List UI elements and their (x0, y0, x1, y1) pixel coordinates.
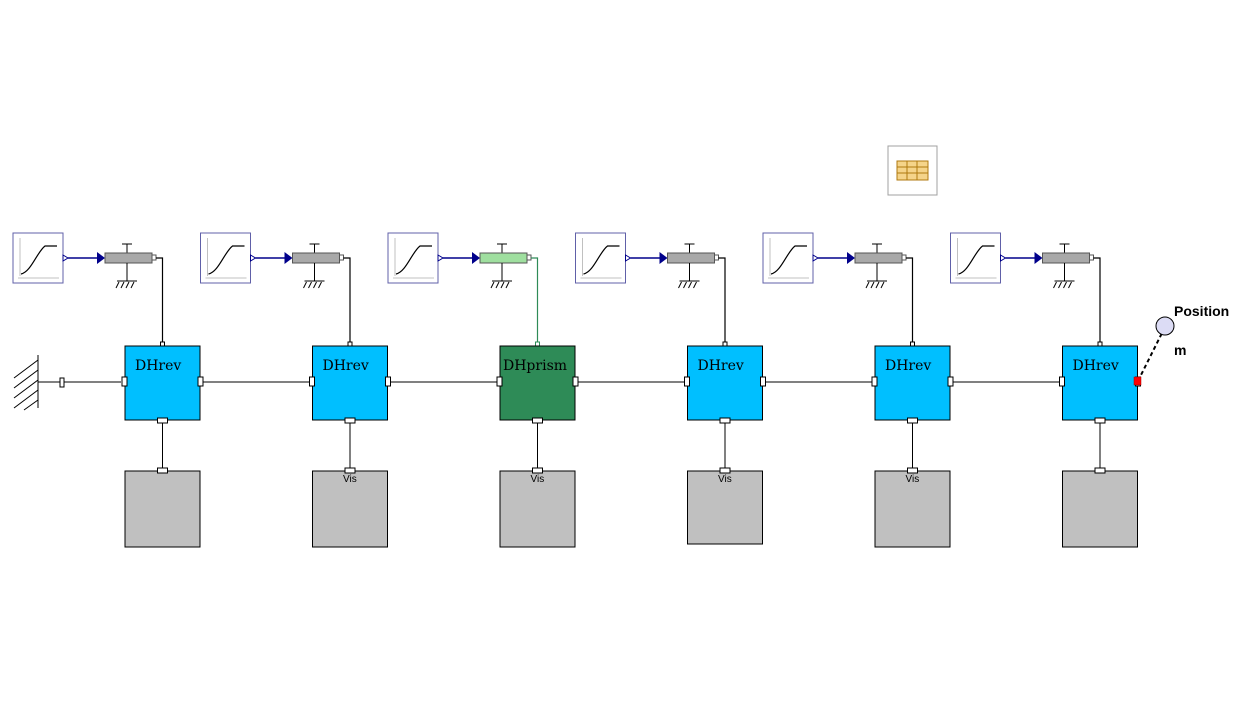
ramp-signal-icon[interactable] (200, 232, 257, 284)
drive-actuator-icon[interactable] (854, 243, 907, 289)
joint-label: DHrev (135, 358, 181, 374)
sensor-label: Position (1174, 303, 1229, 319)
joint-label: DHrev (323, 358, 369, 374)
drive-actuator-icon[interactable] (104, 243, 157, 289)
vis-label: Vis (343, 474, 357, 485)
signal-arrow-icon (284, 252, 293, 264)
joint-label: DHrev (885, 358, 931, 374)
ramp-signal-icon[interactable] (762, 232, 819, 284)
visual-block[interactable]: Vis (312, 467, 388, 548)
vis-label: Vis (531, 474, 545, 485)
connection-port (1133, 376, 1142, 386)
visual-block[interactable]: Vis (874, 467, 951, 548)
position-sensor-icon[interactable] (1133, 316, 1175, 386)
table-icon[interactable] (887, 145, 938, 196)
drive-actuator-icon[interactable] (667, 243, 719, 289)
flange-wire (156, 257, 164, 346)
signal-arrow-icon (472, 252, 480, 264)
ramp-signal-icon[interactable] (575, 232, 632, 284)
ramp-signal-icon[interactable] (12, 232, 69, 284)
unit-1: DHrev (12, 232, 310, 548)
flange-wire (718, 257, 726, 346)
joint-block-prismatic[interactable]: DHprism (496, 345, 579, 424)
visual-block[interactable] (124, 467, 201, 548)
joint-block-revolute[interactable]: DHrev (121, 345, 204, 424)
joint-block-revolute[interactable]: DHrev (871, 345, 954, 424)
signal-arrow-icon (659, 252, 668, 264)
joint-block-revolute[interactable]: DHrev (684, 345, 766, 424)
flange-wire (343, 257, 351, 346)
sensor-unit: m (1174, 342, 1186, 358)
joint-label: DHprism (503, 358, 567, 374)
signal-arrow-icon (1034, 252, 1043, 264)
flange-wire (906, 257, 914, 346)
drive-actuator-icon[interactable] (292, 243, 344, 289)
ramp-signal-icon[interactable] (950, 232, 1007, 284)
joint-label: DHrev (1073, 358, 1119, 374)
visual-block[interactable]: Vis (687, 467, 763, 545)
fixed-ground-icon (13, 355, 121, 411)
joint-block-revolute[interactable]: DHrev (1059, 345, 1141, 424)
visual-block[interactable]: Vis (499, 467, 576, 548)
vis-label: Vis (906, 474, 920, 485)
signal-arrow-icon (847, 252, 855, 264)
drive-actuator-icon[interactable] (1042, 243, 1094, 289)
signal-arrow-icon (97, 252, 105, 264)
visual-block[interactable] (1062, 467, 1138, 548)
unit-6: DHrev (950, 232, 1141, 548)
joint-label: DHrev (698, 358, 744, 374)
drive-actuator-icon[interactable] (479, 243, 532, 289)
vis-label: Vis (718, 474, 732, 485)
flange-wire (531, 257, 539, 346)
ramp-signal-icon[interactable] (387, 232, 444, 284)
joint-block-revolute[interactable]: DHrev (309, 345, 391, 424)
flange-wire (1093, 257, 1101, 346)
